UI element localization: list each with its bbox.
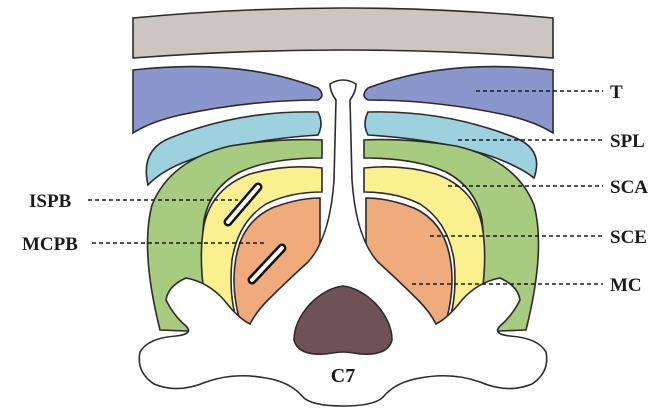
label-c7: C7 [331,365,355,387]
label-t: T [610,82,623,103]
label-ispb: ISPB [29,191,72,212]
label-sce: SCE [610,227,647,248]
label-spl: SPL [610,131,645,152]
skin-layer [133,8,553,58]
label-mc: MC [610,275,642,296]
label-sca: SCA [610,177,648,198]
label-mcpb: MCPB [22,234,78,255]
